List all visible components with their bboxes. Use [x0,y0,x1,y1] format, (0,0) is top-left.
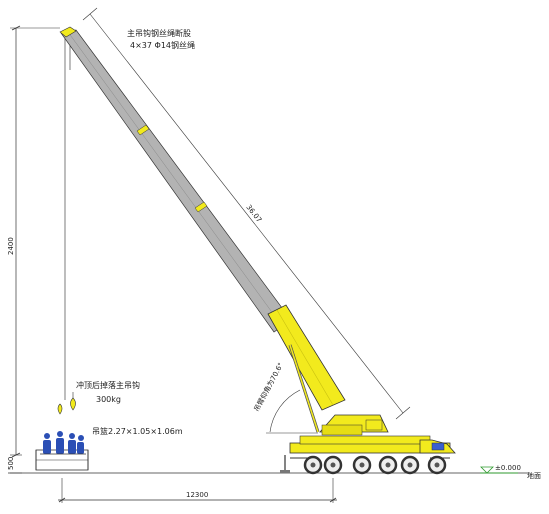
ground-level-marker: ±0.000 地面 [480,464,541,480]
hook-fall-label: 冲顶后掉落主吊钩 [76,380,140,390]
boom-angle-label: 吊臂仰角为70.6° [252,361,285,413]
workers-icon [43,431,84,454]
crane-boom [59,26,346,433]
crane-truck [280,414,456,475]
ground-word: 地面 [527,471,541,480]
height-label: 2400 [7,237,15,255]
boom-length-label: 36.07 [244,203,263,224]
fallen-hook-icon [57,392,76,415]
basket-size-label: 吊篮2.27×1.05×1.06m [92,426,183,436]
wheels [303,455,447,475]
broken-rope-title: 主吊钩钢丝绳断股 [127,28,191,38]
horizontal-dimension: 12300 [58,478,337,503]
ground-level-label: ±0.000 [495,464,521,472]
height-dimension: 2400 500 [7,25,60,474]
cab-window [431,442,445,451]
basket [35,431,89,471]
boom-length-dimension: 36.07 [82,7,411,420]
broken-rope-spec: 4×37 Φ14钢丝绳 [130,40,195,50]
small-height-label: 500 [7,457,15,470]
hook-weight-label: 300kg [96,395,121,404]
horizontal-label: 12300 [186,491,208,499]
